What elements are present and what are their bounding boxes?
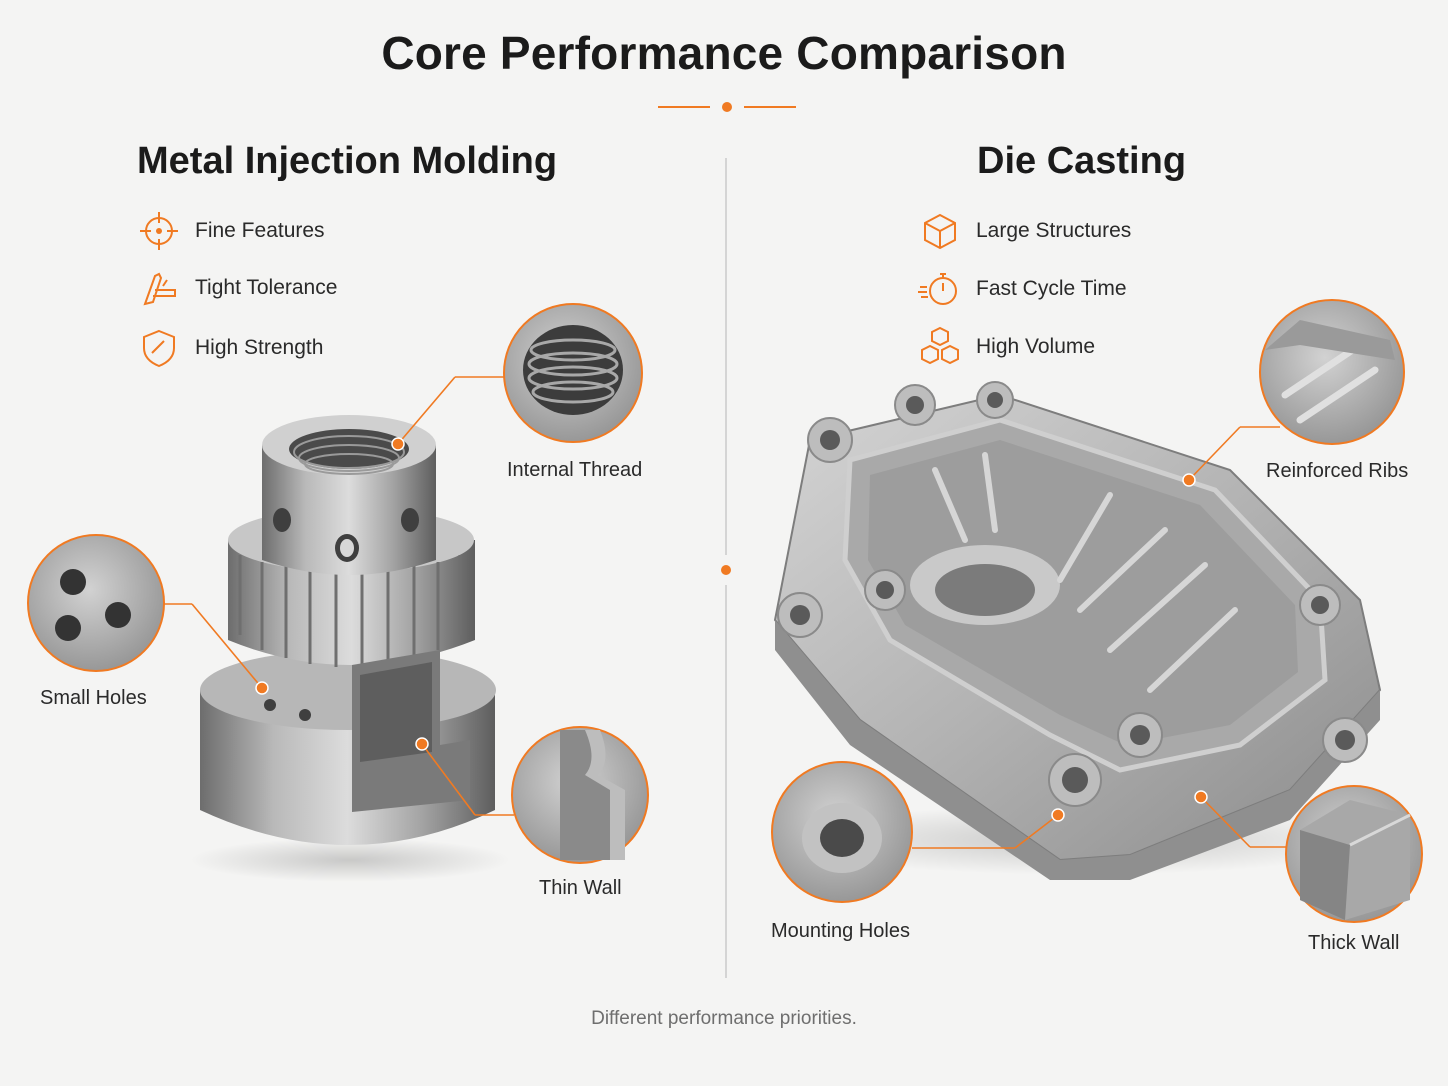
caliper-icon — [143, 272, 176, 306]
callout-mounting-holes: Mounting Holes — [771, 920, 910, 942]
zoom-internal-thread — [391, 303, 643, 451]
page-title: Core Performance Comparison — [381, 27, 1067, 79]
mim-part — [190, 415, 510, 882]
mim-feature-label: High Strength — [195, 336, 324, 359]
callout-reinforced-ribs: Reinforced Ribs — [1266, 460, 1409, 482]
mim-feature-high-strength: High Strength — [137, 326, 323, 370]
stopwatch-icon — [918, 273, 957, 305]
dc-feature-high-volume: High Volume — [918, 325, 1095, 369]
mim-feature-tight-tolerance: Tight Tolerance — [137, 266, 337, 310]
dc-feature-label: High Volume — [976, 335, 1096, 358]
zoom-small-holes — [27, 534, 269, 695]
stacked-cubes-icon — [921, 326, 959, 365]
zoom-mounting-holes — [771, 761, 1065, 903]
zoom-reinforced-ribs — [1182, 299, 1405, 487]
shield-icon — [143, 329, 175, 368]
callout-thin-wall: Thin Wall — [539, 877, 622, 899]
footer-caption: Different performance priorities. — [591, 1008, 857, 1029]
dc-feature-fast-cycle-time: Fast Cycle Time — [918, 267, 1127, 311]
die-cast-part — [773, 381, 1382, 880]
center-divider — [721, 158, 731, 978]
callout-internal-thread: Internal Thread — [507, 459, 643, 481]
dc-feature-large-structures: Large Structures — [918, 209, 1131, 253]
dc-feature-label: Fast Cycle Time — [976, 277, 1127, 300]
title-ornament — [658, 102, 796, 112]
callout-thick-wall: Thick Wall — [1308, 932, 1400, 954]
crosshair-icon — [140, 212, 178, 250]
zoom-thin-wall — [415, 726, 649, 864]
mim-title: Metal Injection Molding — [137, 140, 558, 182]
dc-feature-label: Large Structures — [976, 219, 1132, 242]
zoom-thick-wall — [1194, 785, 1423, 923]
mim-feature-label: Fine Features — [195, 219, 325, 242]
mim-feature-label: Tight Tolerance — [195, 276, 338, 299]
callout-small-holes: Small Holes — [40, 687, 147, 709]
cube-icon — [924, 213, 956, 250]
mim-feature-fine-features: Fine Features — [137, 209, 325, 253]
die-casting-title: Die Casting — [977, 140, 1187, 182]
